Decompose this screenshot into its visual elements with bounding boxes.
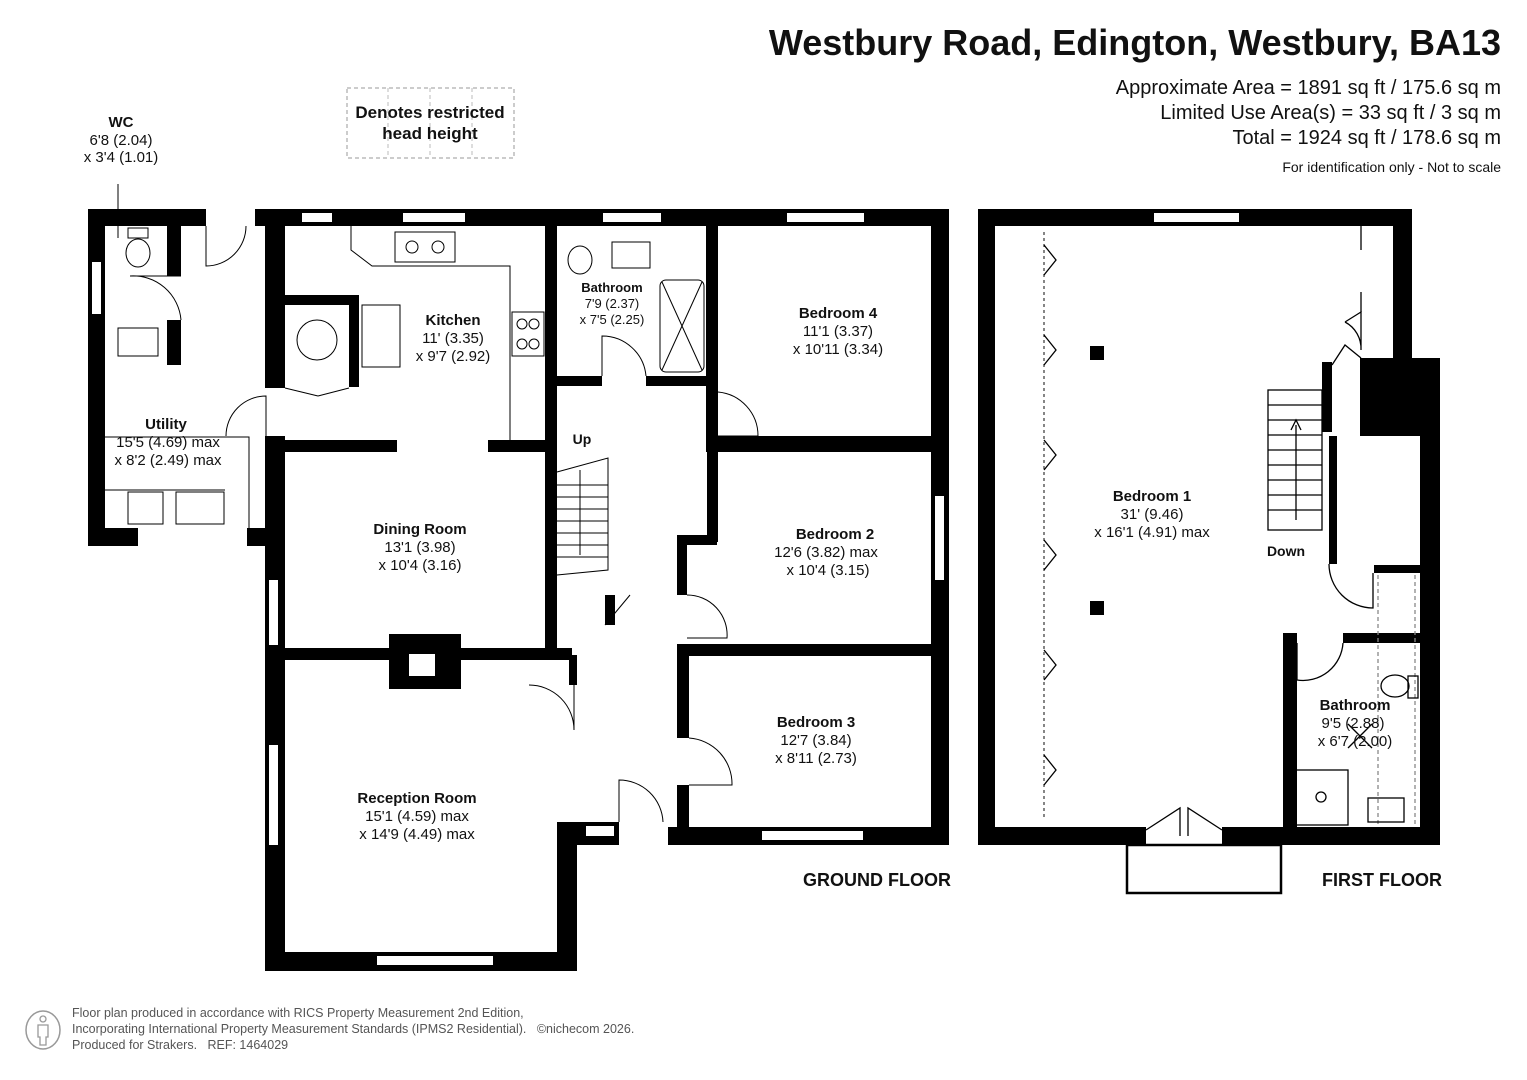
svg-text:12'7 (3.84): 12'7 (3.84) <box>780 732 851 749</box>
room-label-utility: Utility 15'5 (4.69) max x 8'2 (2.49) max <box>114 416 222 469</box>
svg-text:Bedroom 3: Bedroom 3 <box>777 714 855 731</box>
svg-text:Reception Room: Reception Room <box>357 790 476 807</box>
first-floor-label: FIRST FLOOR <box>1322 870 1442 890</box>
ground-floor-fixtures <box>105 184 705 576</box>
svg-text:x 14'9 (4.49) max: x 14'9 (4.49) max <box>359 826 475 843</box>
svg-text:Bedroom 2: Bedroom 2 <box>796 526 874 543</box>
room-label-bathroom-first: Bathroom 9'5 (2.88) x 6'7 (2.00) <box>1318 697 1393 750</box>
footer-ref: REF: 1464029 <box>207 1038 289 1052</box>
approximate-area: Approximate Area = 1891 sq ft / 175.6 sq… <box>1115 77 1501 99</box>
room-label-dining: Dining Room 13'1 (3.98) x 10'4 (3.16) <box>373 521 466 574</box>
stairs-up-label: Up <box>573 431 592 447</box>
svg-text:15'1 (4.59) max: 15'1 (4.59) max <box>365 808 469 825</box>
room-label-bedroom-2: Bedroom 2 12'6 (3.82) max x 10'4 (3.15) <box>774 526 878 579</box>
svg-text:x 9'7 (2.92): x 9'7 (2.92) <box>416 348 491 365</box>
area-summary: Approximate Area = 1891 sq ft / 175.6 sq… <box>1116 76 1501 180</box>
ground-floor-label: GROUND FLOOR <box>803 870 951 890</box>
stairs-down-label: Down <box>1267 543 1305 559</box>
ground-floor-doors <box>129 225 759 823</box>
total-area: Total = 1924 sq ft / 178.6 sq m <box>1232 127 1502 149</box>
svg-text:x 16'1 (4.91) max: x 16'1 (4.91) max <box>1094 524 1210 541</box>
room-label-kitchen: Kitchen 11' (3.35) x 9'7 (2.92) <box>416 312 491 365</box>
room-label-bedroom-4: Bedroom 4 11'1 (3.37) x 10'11 (3.34) <box>793 305 883 358</box>
room-label-bedroom-3: Bedroom 3 12'7 (3.84) x 8'11 (2.73) <box>775 714 857 767</box>
svg-text:7'9 (2.37): 7'9 (2.37) <box>585 296 640 311</box>
room-label-reception: Reception Room 15'1 (4.59) max x 14'9 (4… <box>357 790 476 843</box>
svg-text:9'5 (2.88): 9'5 (2.88) <box>1322 715 1385 732</box>
svg-text:Bathroom: Bathroom <box>1320 697 1391 714</box>
nichecom-logo-icon <box>25 1010 61 1050</box>
first-floor-columns <box>1090 346 1104 615</box>
svg-text:Bathroom: Bathroom <box>581 280 642 295</box>
svg-text:x 10'11 (3.34): x 10'11 (3.34) <box>793 341 883 358</box>
legend-line-1: Denotes restricted <box>355 103 504 122</box>
svg-text:15'5 (4.69) max: 15'5 (4.69) max <box>116 434 220 451</box>
svg-text:x 10'4 (3.16): x 10'4 (3.16) <box>379 557 462 574</box>
identification-note: For identification only - Not to scale <box>1282 159 1501 175</box>
svg-text:31' (9.46): 31' (9.46) <box>1121 506 1184 523</box>
svg-text:Kitchen: Kitchen <box>425 312 480 329</box>
legend-line-2: head height <box>382 124 478 143</box>
svg-text:Dining Room: Dining Room <box>373 521 466 538</box>
svg-text:6'8 (2.04): 6'8 (2.04) <box>90 132 153 149</box>
limited-use-area: Limited Use Area(s) = 33 sq ft / 3 sq m <box>1160 102 1501 124</box>
footer-line-1: Floor plan produced in accordance with R… <box>72 1006 524 1020</box>
ground-floor-walls <box>88 209 949 971</box>
svg-text:11' (3.35): 11' (3.35) <box>422 330 484 347</box>
svg-text:x 8'11 (2.73): x 8'11 (2.73) <box>775 750 857 767</box>
footer-copyright: ©nichecom 2026. <box>536 1022 635 1036</box>
svg-text:Utility: Utility <box>145 416 187 433</box>
svg-text:WC: WC <box>109 114 134 131</box>
footer-notes: Floor plan produced in accordance with R… <box>72 1005 634 1053</box>
svg-text:x 8'2 (2.49) max: x 8'2 (2.49) max <box>114 452 222 469</box>
property-address: Westbury Road, Edington, Westbury, BA13 <box>768 22 1501 63</box>
svg-text:x 3'4 (1.01): x 3'4 (1.01) <box>84 149 159 166</box>
svg-text:Bedroom 4: Bedroom 4 <box>799 305 878 322</box>
footer-line-2: Incorporating International Property Mea… <box>72 1022 635 1036</box>
svg-text:Bedroom 1: Bedroom 1 <box>1113 488 1191 505</box>
svg-text:x 7'5 (2.25): x 7'5 (2.25) <box>580 312 645 327</box>
svg-text:12'6 (3.82) max: 12'6 (3.82) max <box>774 544 878 561</box>
restricted-height-legend: Denotes restricted head height <box>346 87 515 159</box>
footer-line-3: Produced for Strakers. REF: 1464029 <box>72 1038 289 1052</box>
svg-text:13'1 (3.98): 13'1 (3.98) <box>384 539 455 556</box>
svg-text:x 10'4 (3.15): x 10'4 (3.15) <box>787 562 870 579</box>
first-floor-details <box>1043 226 1419 895</box>
room-label-bathroom-ground: Bathroom 7'9 (2.37) x 7'5 (2.25) <box>580 280 645 327</box>
svg-text:x 6'7 (2.00): x 6'7 (2.00) <box>1318 733 1393 750</box>
room-label-wc: WC 6'8 (2.04) x 3'4 (1.01) <box>84 114 159 166</box>
room-label-bedroom-1: Bedroom 1 31' (9.46) x 16'1 (4.91) max <box>1094 488 1210 541</box>
svg-text:11'1 (3.37): 11'1 (3.37) <box>803 323 873 340</box>
